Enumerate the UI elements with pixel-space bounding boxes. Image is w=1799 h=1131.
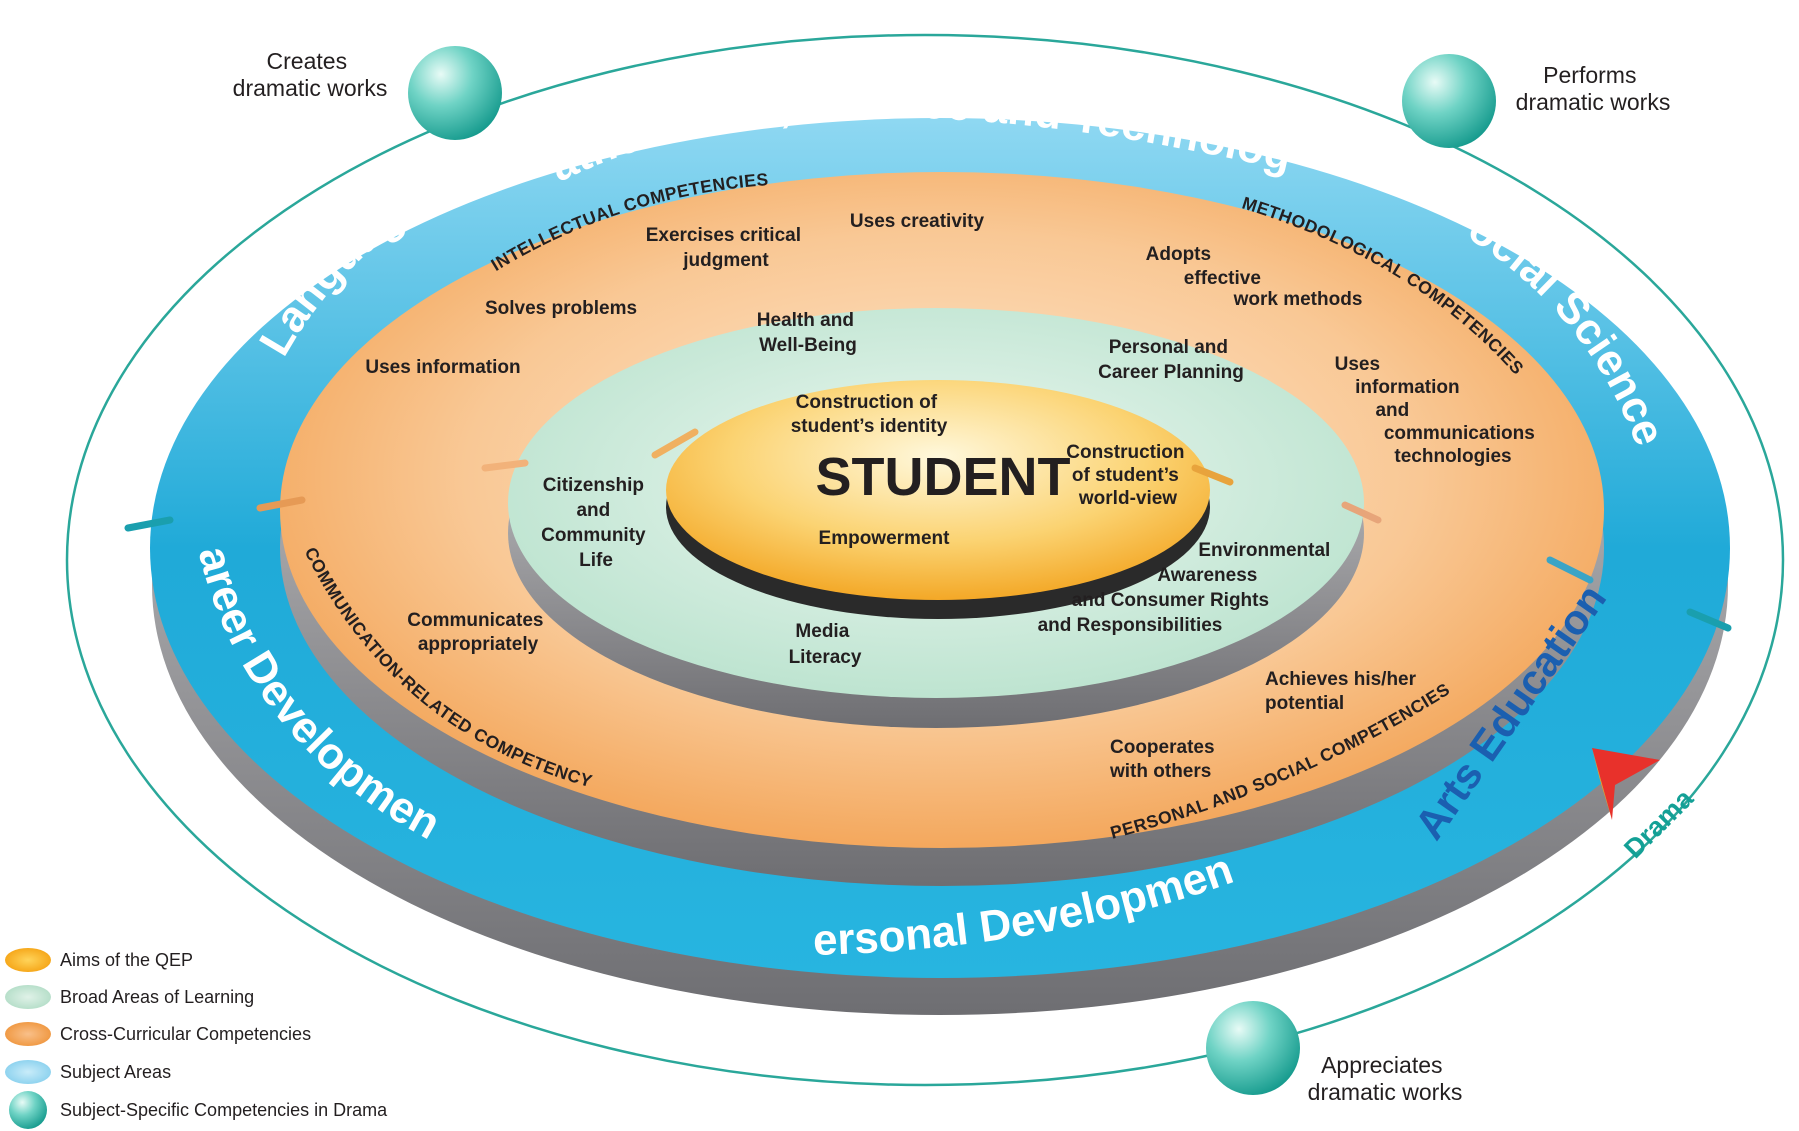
aim-world-view: Construction of student’s world-view: [1066, 442, 1190, 509]
center-title: STUDENT: [816, 447, 1071, 507]
legend-swatch-aims: [5, 948, 51, 972]
competency-potential: Achieves his/her potential: [1265, 669, 1421, 714]
legend-label-subject-areas: Subject Areas: [60, 1062, 171, 1082]
legend: Aims of the QEP Broad Areas of Learning …: [5, 948, 388, 1129]
aim-empowerment: Empowerment: [819, 528, 951, 549]
legend-swatch-subject-areas: [5, 1060, 51, 1084]
appreciates-dramatic-works: Appreciates dramatic works: [1308, 1052, 1463, 1105]
cycle-arrows: [124, 428, 1732, 632]
drama-orbit: [65, 33, 1785, 1087]
broad-area-career-planning: Personal and Career Planning: [1098, 337, 1244, 383]
competency-creativity: Uses creativity: [850, 211, 985, 232]
arrow-icon: [651, 428, 699, 459]
broad-area-citizenship: Citizenship and Community Life: [541, 475, 651, 571]
arrow-icon: [124, 516, 174, 532]
legend-label-aims: Aims of the QEP: [60, 950, 193, 970]
broad-area-health: Health and Well-Being: [757, 310, 859, 356]
competency-uses-information: Uses information: [365, 357, 520, 378]
legend-swatch-drama-sphere-icon: [9, 1091, 47, 1129]
competency-work-methods: Adopts effective work methods: [1146, 244, 1363, 310]
arrow-icon: [1686, 608, 1732, 632]
competency-critical-judgment: Exercises critical judgment: [646, 225, 807, 271]
competency-cooperates: Cooperates with others: [1109, 737, 1220, 782]
arrow-icon: [256, 496, 306, 512]
appreciates-sphere-icon: [1206, 1001, 1300, 1095]
legend-label-drama: Subject-Specific Competencies in Drama: [60, 1100, 388, 1120]
arrow-icon: [481, 459, 529, 472]
broad-area-environment: Environmental Awareness and Consumer Rig…: [1038, 540, 1336, 636]
legend-label-broad-areas: Broad Areas of Learning: [60, 987, 254, 1007]
drama-pointer-icon: [1592, 748, 1660, 820]
drama-label: Drama: [1618, 783, 1699, 864]
performs-dramatic-works: Performs dramatic works: [1516, 62, 1671, 115]
performs-sphere-icon: [1402, 54, 1496, 148]
legend-label-cross-curricular: Cross-Curricular Competencies: [60, 1024, 311, 1044]
arrow-icon: [1191, 464, 1234, 486]
competency-ict: Uses information and communications tech…: [1335, 354, 1540, 467]
aim-identity: Construction of student’s identity: [791, 392, 948, 437]
creates-dramatic-works: Creates dramatic works: [233, 48, 388, 101]
arrow-icon: [1546, 556, 1594, 584]
legend-swatch-cross-curricular: [5, 1022, 51, 1046]
broad-area-media: Media Literacy: [789, 621, 862, 668]
legend-swatch-broad-areas: [5, 985, 51, 1009]
competency-solves-problems: Solves problems: [485, 298, 637, 319]
competency-communicates: Communicates appropriately: [407, 610, 548, 655]
creates-sphere-icon: [408, 46, 502, 140]
aims-core: [666, 380, 1210, 600]
arrow-icon: [1341, 501, 1382, 524]
